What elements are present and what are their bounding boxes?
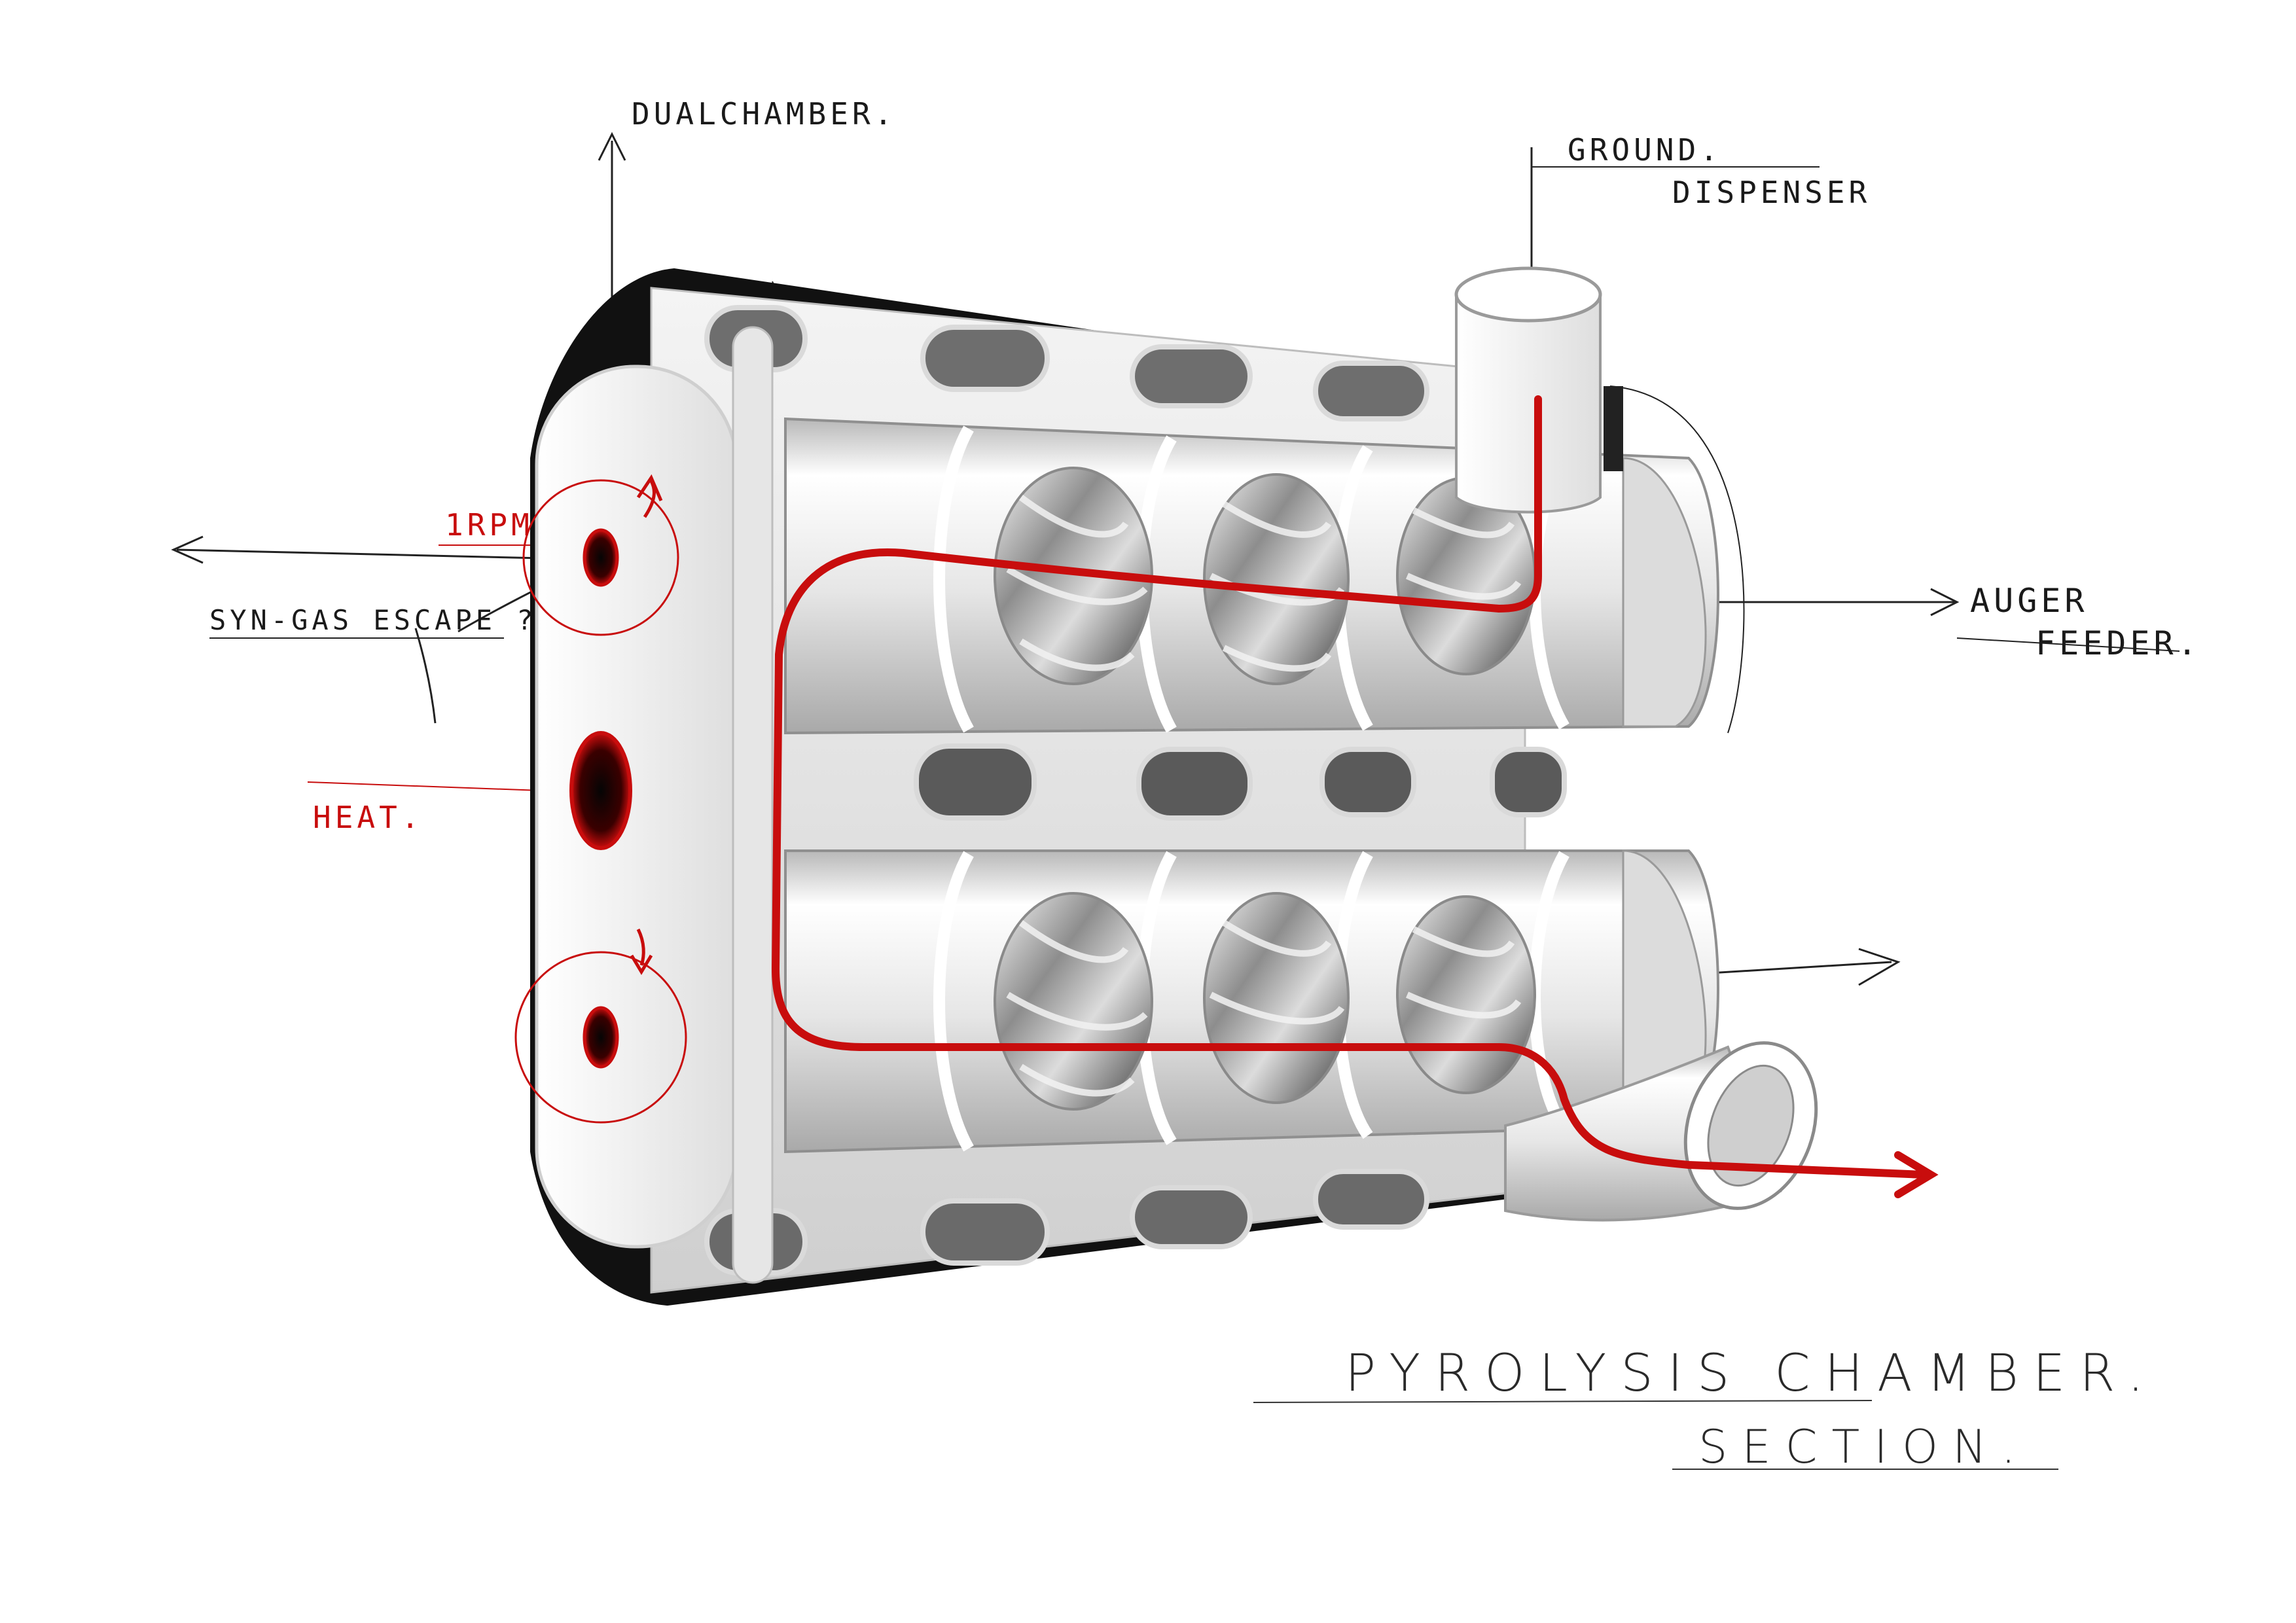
heat-port-hole [569, 731, 632, 850]
auger-windows [994, 467, 1536, 1111]
ground-label: GROUND. [1568, 132, 1722, 168]
dispenser-label: DISPENSER [1672, 175, 1871, 210]
auger-label: AUGER [1970, 582, 2089, 620]
syngas-port-hole [583, 528, 619, 587]
axis-arrow-up-icon [598, 132, 626, 161]
feeder-label: FEEDER. [2036, 624, 2201, 662]
syngas-escape-label: SYN-GAS ESCAPE ? [209, 604, 537, 636]
title-block: PYROLYSIS CHAMBER. SECTION. [1253, 1344, 2158, 1474]
middle-slots [914, 743, 1567, 821]
dual-chamber-label: DUALCHAMBER. [632, 96, 896, 132]
bottom-slots [704, 1169, 1429, 1275]
red-flow-arrow-icon [1894, 1151, 1939, 1198]
axis-arrow-left-icon [171, 535, 204, 564]
title-line-2: SECTION. [1698, 1420, 2030, 1474]
rpm-label: 1RPM [445, 507, 533, 543]
rotation-circle-top [522, 479, 679, 636]
auger-arrow-icon [1930, 588, 1960, 616]
clockwise-rotation-arrow-icon [636, 474, 663, 518]
axis-arrow-right-icon [1858, 948, 1901, 986]
dispenser-inlet-pipe [1454, 266, 1623, 514]
bottom-port-hole [583, 1006, 619, 1069]
title-line-1: PYROLYSIS CHAMBER. [1345, 1344, 2158, 1403]
screw-flights [1006, 494, 1522, 1097]
material-flow-path [772, 395, 1928, 1179]
rpm-axis-line [176, 548, 600, 561]
heat-label: HEAT. [313, 800, 423, 835]
clockwise-rotation-arrow-icon [630, 928, 653, 975]
chamber-body [514, 266, 1818, 1306]
rotation-circle-bottom [514, 951, 687, 1124]
